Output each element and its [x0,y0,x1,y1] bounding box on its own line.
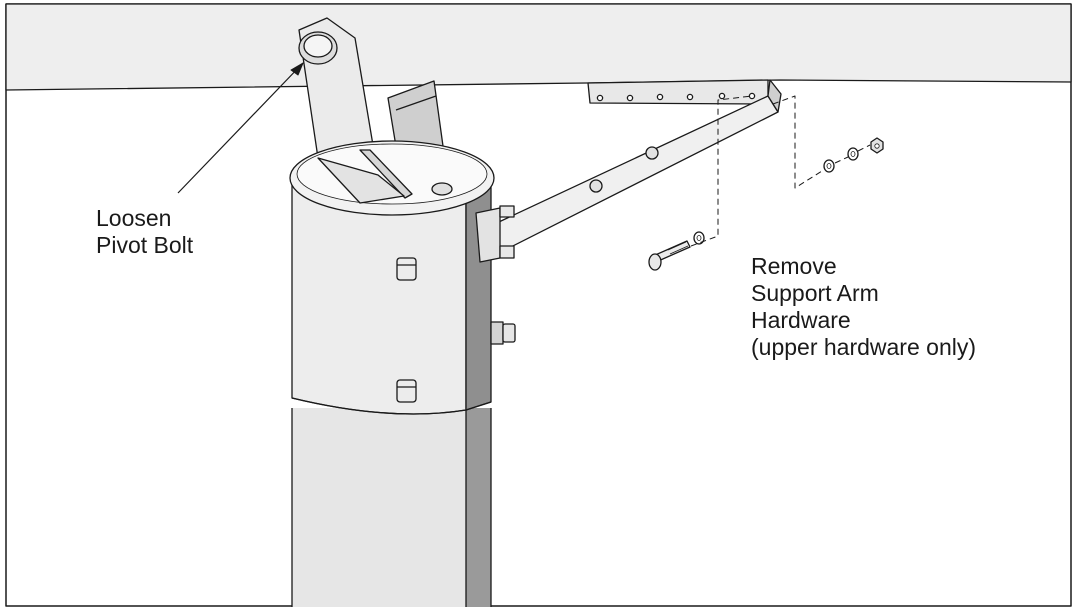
pivot-bolt-icon [298,31,338,65]
callout-line: (upper hardware only) [751,334,977,360]
bolt-icon [396,257,516,403]
pole-sleeve [289,140,495,415]
pivot-leader-line [177,62,304,194]
remove-hardware-label: Remove Support Arm Hardware (upper hardw… [751,253,976,361]
pivot-bracket-front [317,157,405,204]
support-arm [482,79,782,255]
mounting-plate [587,79,769,105]
pivot-leader-arrow [290,62,304,76]
vertical-pole [291,408,492,607]
callout-line: Pivot Bolt [96,232,194,258]
arm-clamp [475,205,515,263]
top-beam [5,3,1072,91]
callout-line: Hardware [751,307,851,333]
loosen-pivot-bolt-label: Loosen Pivot Bolt [96,205,193,259]
callout-line: Remove [751,253,837,279]
bolt-icon [648,240,691,271]
washer-icon [823,147,859,173]
callout-line: Support Arm [751,280,879,306]
washer-icon [693,231,705,245]
assembly-path-lines [690,95,871,247]
callout-line: Loosen [96,205,172,231]
nut-icon [870,137,884,154]
